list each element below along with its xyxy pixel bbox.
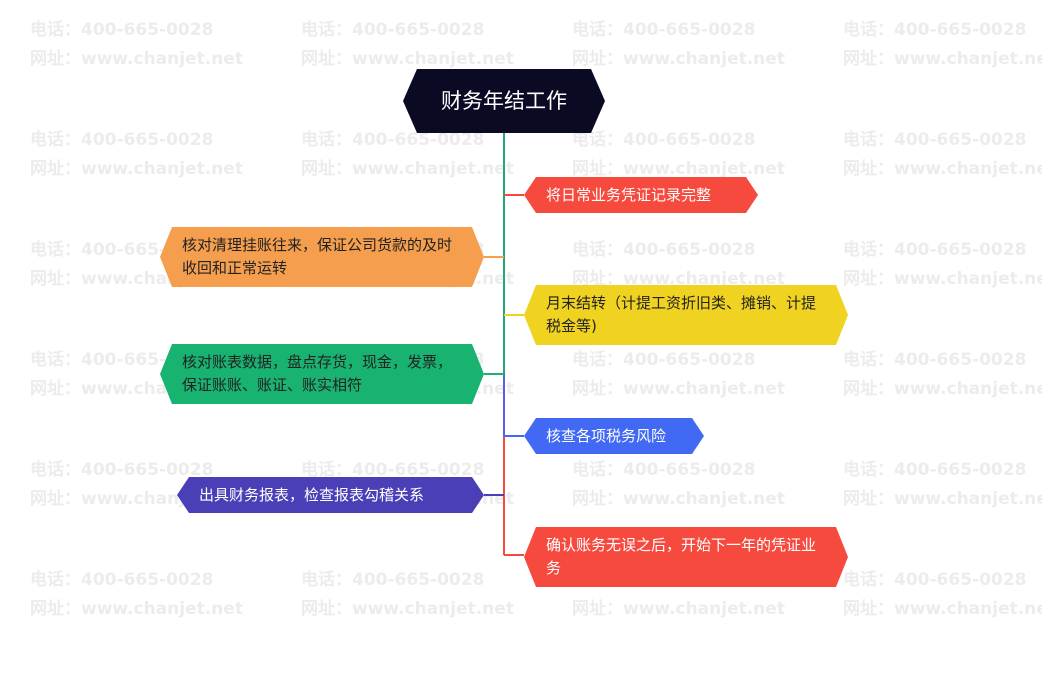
branch-node-month-end-closing[interactable]: 月末结转（计提工资折旧类、摊销、计提税金等) [524,285,848,345]
branch-node-record-vouchers[interactable]: 将日常业务凭证记录完整 [524,177,758,213]
branch-node-reconcile-accounts[interactable]: 核对清理挂账往来，保证公司货款的及时收回和正常运转 [160,227,484,287]
branch-label: 确认账务无误之后，开始下一年的凭证业务 [546,536,817,577]
root-node-label: 财务年结工作 [441,88,567,113]
branch-node-tax-risk[interactable]: 核查各项税务风险 [524,418,704,454]
branch-label: 月末结转（计提工资折旧类、摊销、计提税金等) [546,294,817,335]
branch-node-next-year[interactable]: 确认账务无误之后，开始下一年的凭证业务 [524,527,848,587]
branch-label: 出具财务报表，检查报表勾稽关系 [199,485,425,504]
root-node[interactable]: 财务年结工作 [403,69,605,133]
branch-label: 将日常业务凭证记录完整 [546,185,712,204]
branch-label: 核查各项税务风险 [546,426,667,445]
branch-node-financial-reports[interactable]: 出具财务报表，检查报表勾稽关系 [177,477,484,513]
branch-label: 核对账表数据，盘点存货，现金，发票，保证账账、账证、账实相符 [182,353,453,394]
branch-label: 核对清理挂账往来，保证公司货款的及时收回和正常运转 [182,236,453,277]
branch-node-check-data[interactable]: 核对账表数据，盘点存货，现金，发票，保证账账、账证、账实相符 [160,344,484,404]
